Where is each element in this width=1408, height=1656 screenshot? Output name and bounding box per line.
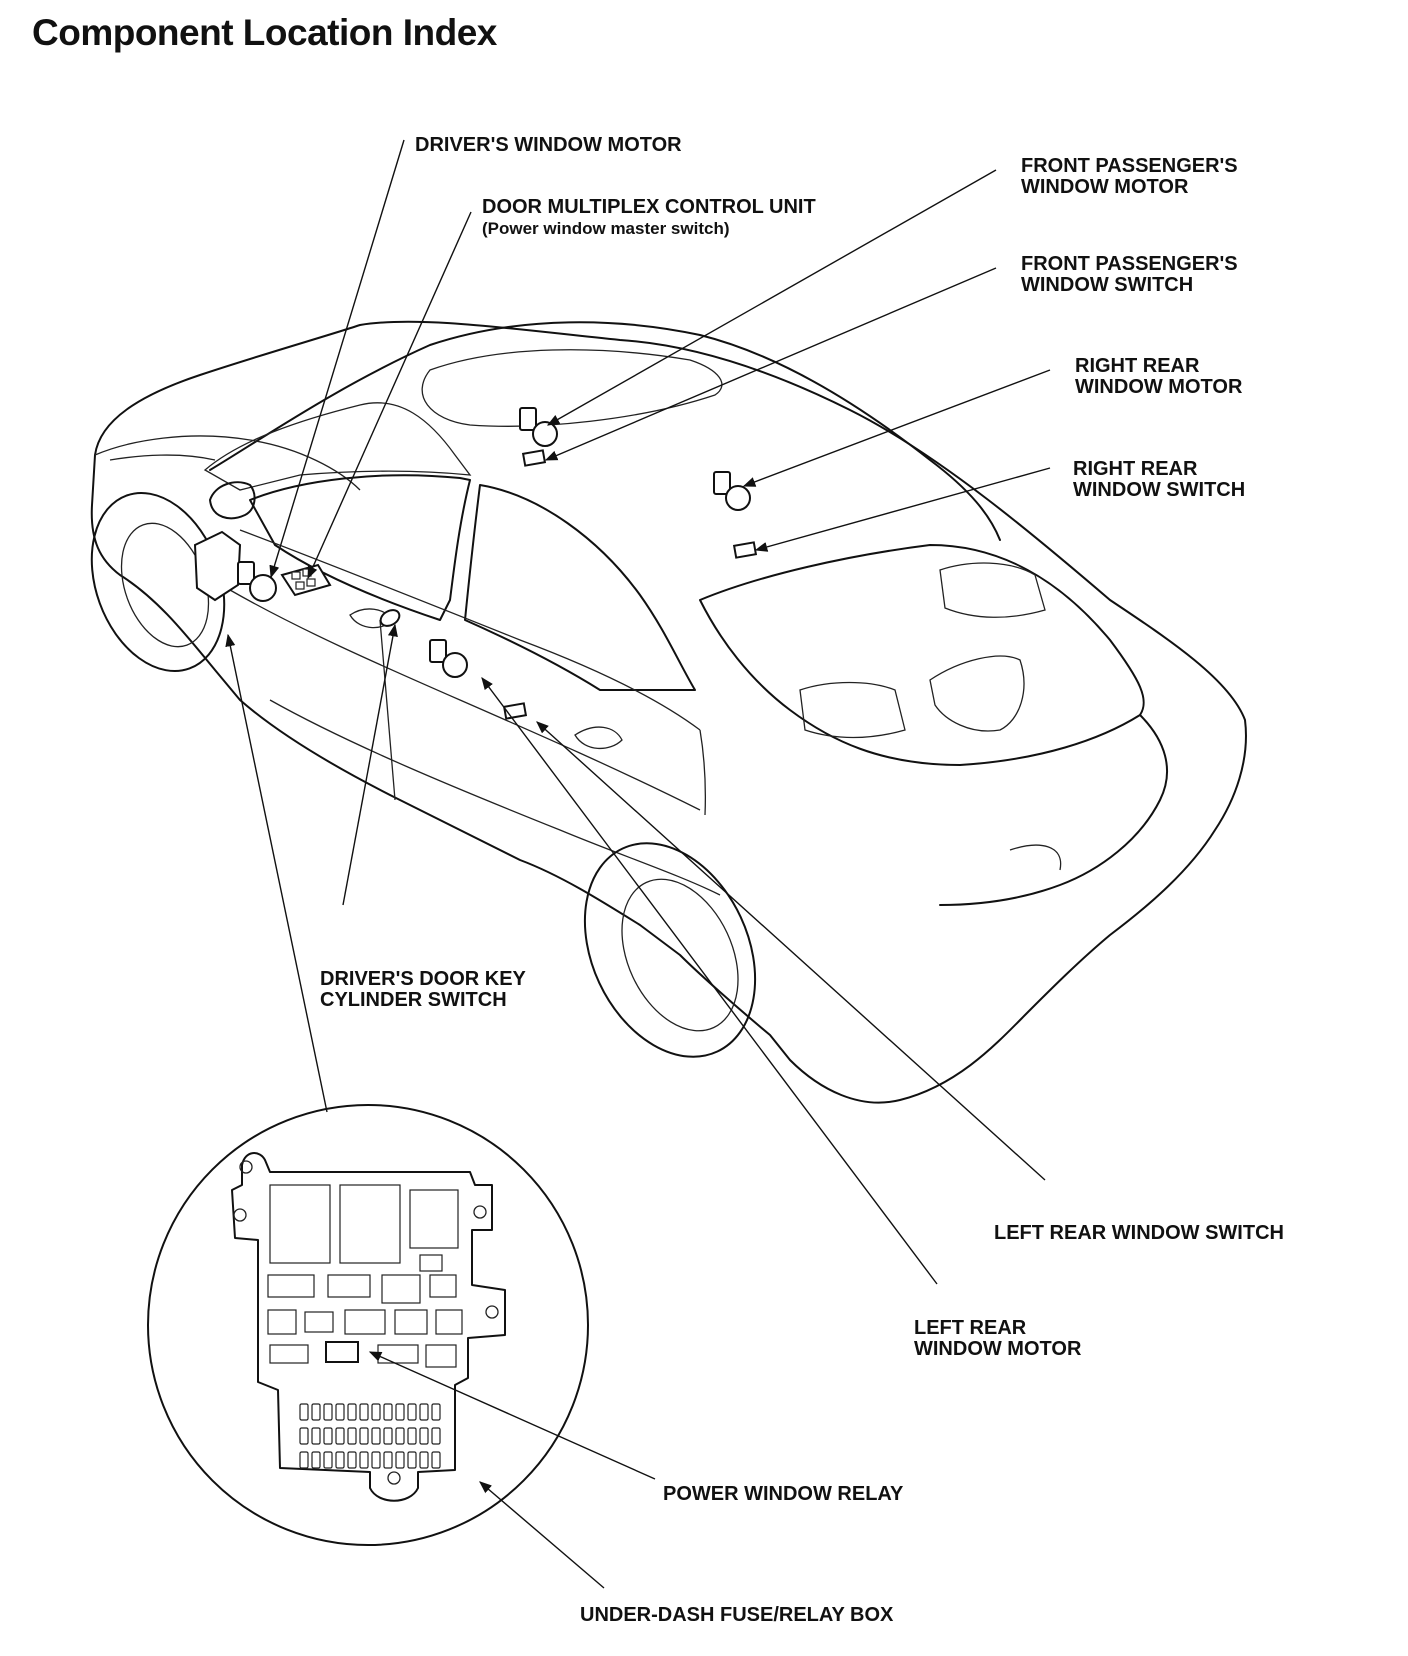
mini-fuse: [371, 1427, 381, 1445]
mini-fuse: [383, 1451, 393, 1469]
car-outline: [90, 320, 1247, 1104]
front-passenger-switch-shape: [521, 449, 547, 467]
mini-fuse: [407, 1451, 417, 1469]
mini-fuse: [323, 1403, 333, 1421]
label-left-rear-motor-line2: WINDOW MOTOR: [914, 1338, 1082, 1360]
mini-fuse: [311, 1451, 321, 1469]
label-under-dash-box: UNDER-DASH FUSE/RELAY BOX: [580, 1604, 894, 1626]
sunroof: [421, 349, 723, 427]
fuse-box-outline: [231, 1152, 506, 1502]
mini-fuse: [383, 1403, 393, 1421]
label-front-passenger-motor-line2: WINDOW MOTOR: [1021, 176, 1189, 198]
label-front-passenger-switch-line2: WINDOW SWITCH: [1021, 274, 1193, 296]
drivers-window-motor-shape: [237, 561, 277, 602]
side-mirror: [209, 481, 256, 520]
label-left-rear-switch: LEFT REAR WINDOW SWITCH: [994, 1222, 1284, 1244]
label-right-rear-motor-line1: RIGHT REAR: [1075, 355, 1200, 377]
left-rear-motor-shape: [429, 639, 468, 678]
label-right-rear-switch-line2: WINDOW SWITCH: [1073, 479, 1245, 501]
mini-fuse: [431, 1403, 441, 1421]
mini-fuse: [299, 1403, 309, 1421]
mini-fuse: [419, 1403, 429, 1421]
power-window-relay-shape: [325, 1341, 359, 1363]
mini-fuse: [395, 1451, 405, 1469]
side-window-rear: [464, 484, 696, 691]
key-cylinder-shape: [379, 609, 401, 627]
mini-fuse: [419, 1451, 429, 1469]
mini-fuse: [347, 1451, 357, 1469]
label-drivers-window-motor: DRIVER'S WINDOW MOTOR: [415, 134, 682, 156]
mini-fuse: [359, 1427, 369, 1445]
mini-fuse: [431, 1451, 441, 1469]
side-window-front: [249, 474, 471, 621]
rear-window: [699, 544, 1145, 766]
mini-fuse: [299, 1451, 309, 1469]
mini-fuse: [359, 1403, 369, 1421]
mini-fuse: [335, 1427, 345, 1445]
rear-wheel: [583, 842, 757, 1058]
mini-fuse: [371, 1403, 381, 1421]
mini-fuse: [323, 1451, 333, 1469]
front-passenger-motor-shape: [519, 407, 558, 447]
mini-fuse: [395, 1427, 405, 1445]
mini-fuse: [383, 1427, 393, 1445]
mini-fuse-rows: [299, 1403, 441, 1469]
mini-fuse: [431, 1427, 441, 1445]
mini-fuse: [419, 1427, 429, 1445]
driver-door-edge-box: [193, 530, 242, 602]
mini-fuse: [407, 1427, 417, 1445]
label-door-multiplex-unit-sub: (Power window master switch): [482, 219, 730, 238]
label-drivers-door-key-line2: CYLINDER SWITCH: [320, 989, 507, 1011]
mini-fuse: [335, 1403, 345, 1421]
label-door-multiplex-unit: DOOR MULTIPLEX CONTROL UNIT: [482, 196, 816, 218]
mini-fuse: [311, 1403, 321, 1421]
components: [193, 407, 758, 720]
mini-fuse: [359, 1451, 369, 1469]
mini-fuse: [407, 1403, 417, 1421]
mini-fuse: [395, 1403, 405, 1421]
roof-line: [209, 321, 1001, 541]
label-right-rear-switch-line1: RIGHT REAR: [1073, 458, 1198, 480]
car-illustration: [90, 320, 1247, 1104]
label-right-rear-motor-line2: WINDOW MOTOR: [1075, 376, 1243, 398]
label-front-passenger-motor-line1: FRONT PASSENGER'S: [1021, 155, 1238, 177]
mini-fuse: [347, 1427, 357, 1445]
page-title: Component Location Index: [32, 12, 497, 53]
leader-lines: [225, 139, 1051, 1589]
right-rear-switch-shape: [732, 541, 758, 559]
mini-fuse: [311, 1427, 321, 1445]
label-left-rear-motor-line1: LEFT REAR: [914, 1317, 1027, 1339]
fuse-box-inset: [147, 1104, 589, 1546]
mini-fuse: [371, 1451, 381, 1469]
label-front-passenger-switch-line1: FRONT PASSENGER'S: [1021, 253, 1238, 275]
mini-fuse: [323, 1427, 333, 1445]
label-drivers-door-key-line1: DRIVER'S DOOR KEY: [320, 968, 527, 990]
callout-labels: DRIVER'S WINDOW MOTOR DOOR MULTIPLEX CON…: [320, 134, 1284, 1626]
mini-fuse: [335, 1451, 345, 1469]
label-power-window-relay: POWER WINDOW RELAY: [663, 1483, 904, 1505]
mini-fuse: [299, 1427, 309, 1445]
right-rear-motor-shape: [713, 471, 751, 511]
mini-fuse: [347, 1403, 357, 1421]
master-switch-shape: [280, 563, 332, 597]
